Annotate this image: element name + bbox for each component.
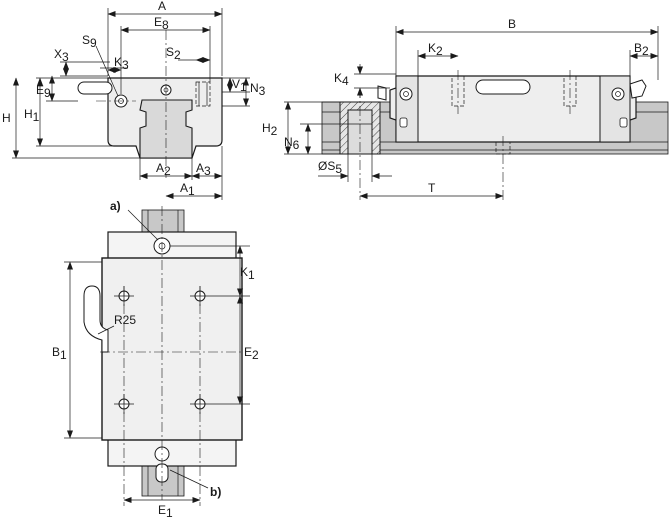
label-B1: B1: [52, 345, 67, 362]
top-view: [64, 206, 250, 506]
label-R25: R25: [114, 313, 136, 327]
label-K1: K1: [240, 265, 255, 282]
label-S9: S9: [82, 33, 97, 50]
side-view: [284, 26, 669, 200]
label-B2: B2: [634, 41, 649, 58]
label-E9: E9: [36, 83, 51, 100]
label-H: H: [2, 111, 11, 125]
label-E8: E8: [154, 15, 169, 32]
dimension-labels: A E8 S9 X3 K3 S2 E9 V1 N3 H H1 A2 A3 A1 …: [2, 0, 649, 518]
label-K4: K4: [334, 71, 349, 88]
label-b: b): [210, 485, 221, 499]
label-A: A: [158, 0, 166, 13]
grease-nipple-front: [77, 81, 113, 95]
label-A3: A3: [196, 161, 211, 178]
label-V1: V1: [232, 77, 247, 94]
label-K3: K3: [114, 55, 129, 72]
label-N6: N6: [284, 135, 300, 152]
label-X3: X3: [54, 47, 69, 64]
carriage-top: [101, 257, 243, 441]
end-cap-bottom: [107, 437, 237, 467]
label-E1: E1: [158, 503, 173, 518]
label-E2: E2: [244, 345, 259, 362]
carriage-slot: [475, 79, 531, 95]
label-A2: A2: [156, 161, 171, 178]
label-S5: ØS5: [318, 159, 342, 176]
label-H1: H1: [24, 107, 40, 124]
front-view: [12, 8, 250, 200]
label-N3: N3: [250, 81, 266, 98]
label-T: T: [428, 181, 436, 195]
lube-hook: [83, 285, 109, 353]
label-S2: S2: [166, 45, 181, 62]
label-B: B: [508, 17, 516, 31]
label-H2: H2: [262, 121, 278, 138]
label-K2: K2: [428, 41, 443, 58]
label-a: a): [110, 199, 121, 213]
label-A1: A1: [180, 181, 195, 198]
